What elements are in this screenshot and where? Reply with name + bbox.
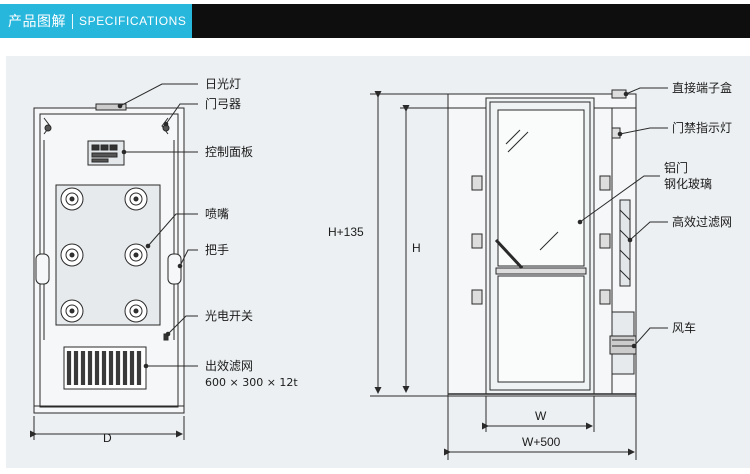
label-outlet-filter-size: 600 × 300 × 12t <box>205 376 298 389</box>
hinge <box>599 175 611 191</box>
fluorescent-light <box>95 103 127 111</box>
leader-hepa <box>629 221 668 241</box>
dimension-H: H <box>412 241 421 255</box>
glass-glare <box>505 129 521 145</box>
hinge <box>599 289 611 305</box>
label-door-closer: 门弓器 <box>205 96 241 111</box>
front-view <box>30 103 185 440</box>
hepa-filter <box>619 199 631 287</box>
door-glass-upper <box>497 109 585 267</box>
side-leaders <box>579 87 668 347</box>
section-title-en: SPECIFICATIONS <box>79 14 187 28</box>
leader-nozzle <box>147 213 198 247</box>
hinge <box>599 233 611 249</box>
label-door-lamp: 门禁指示灯 <box>672 120 732 135</box>
label-photo-switch: 光电开关 <box>205 309 253 323</box>
leader-photo-switch <box>167 315 198 335</box>
nozzle <box>124 299 148 323</box>
nozzle <box>60 187 84 211</box>
header-bar <box>192 4 750 38</box>
label-tempered-glass: 钢化玻璃 <box>664 177 712 191</box>
section-title-cn: 产品图解 <box>8 14 66 30</box>
control-panel-key <box>109 144 118 151</box>
door-glass-lower <box>497 275 585 383</box>
section-tab: 产品图解 SPECIFICATIONS <box>0 4 192 38</box>
front-leaders <box>119 83 198 367</box>
door-closer-left-pin <box>44 124 52 132</box>
dimension-W-plus-500: W+500 <box>522 435 561 449</box>
label-aluminum-door: 铝门 <box>664 160 688 175</box>
leader-fan <box>633 327 668 347</box>
hepa-hatch <box>619 269 631 281</box>
door-handle <box>494 238 524 270</box>
grille-slats <box>66 351 142 385</box>
glass-glare <box>539 231 559 251</box>
dimension-D: D <box>103 431 112 445</box>
side-arrowheads <box>577 91 637 349</box>
label-light: 日光灯 <box>205 77 241 91</box>
leader-handle <box>179 249 198 267</box>
side-view <box>370 89 637 460</box>
label-fan: 风车 <box>672 320 696 335</box>
nozzle-grid <box>60 187 148 323</box>
dimension-H-plus-135: H+135 <box>328 225 364 239</box>
control-panel-key <box>91 144 100 151</box>
hinge <box>471 289 483 305</box>
control-panel-indicator <box>91 158 109 163</box>
hinge <box>471 175 483 191</box>
leader-door-glass <box>579 175 660 223</box>
label-control-panel: 控制面板 <box>205 145 253 159</box>
label-hepa-filter: 高效过滤网 <box>672 214 732 229</box>
nozzle <box>60 243 84 267</box>
label-handle: 把手 <box>205 243 229 257</box>
nozzle <box>124 243 148 267</box>
control-panel-display <box>91 152 118 158</box>
front-arrowheads <box>117 103 183 369</box>
title-divider <box>72 13 73 29</box>
hepa-hatch <box>619 209 631 221</box>
handle-right <box>167 253 182 285</box>
handle-left <box>35 253 50 285</box>
label-outlet-filter: 出效滤网 <box>205 358 253 373</box>
leader-light <box>119 83 198 107</box>
section-header: 产品图解 SPECIFICATIONS <box>0 0 750 44</box>
glass-glare <box>507 131 529 153</box>
dimension-W: W <box>535 409 547 423</box>
door-frame-inner <box>489 101 591 391</box>
nozzle <box>60 299 84 323</box>
hinge <box>471 233 483 249</box>
hepa-hatch <box>619 249 631 261</box>
leader-door-closer <box>165 103 198 125</box>
nozzle <box>124 187 148 211</box>
leader-junction-box <box>625 87 668 95</box>
door-middle-rail <box>495 267 587 275</box>
hepa-hatch <box>619 229 631 241</box>
label-nozzle: 喷嘴 <box>205 207 229 221</box>
control-panel-key <box>100 144 109 151</box>
label-junction-box: 直接端子盒 <box>672 80 732 95</box>
leader-door-lamp <box>619 127 668 135</box>
